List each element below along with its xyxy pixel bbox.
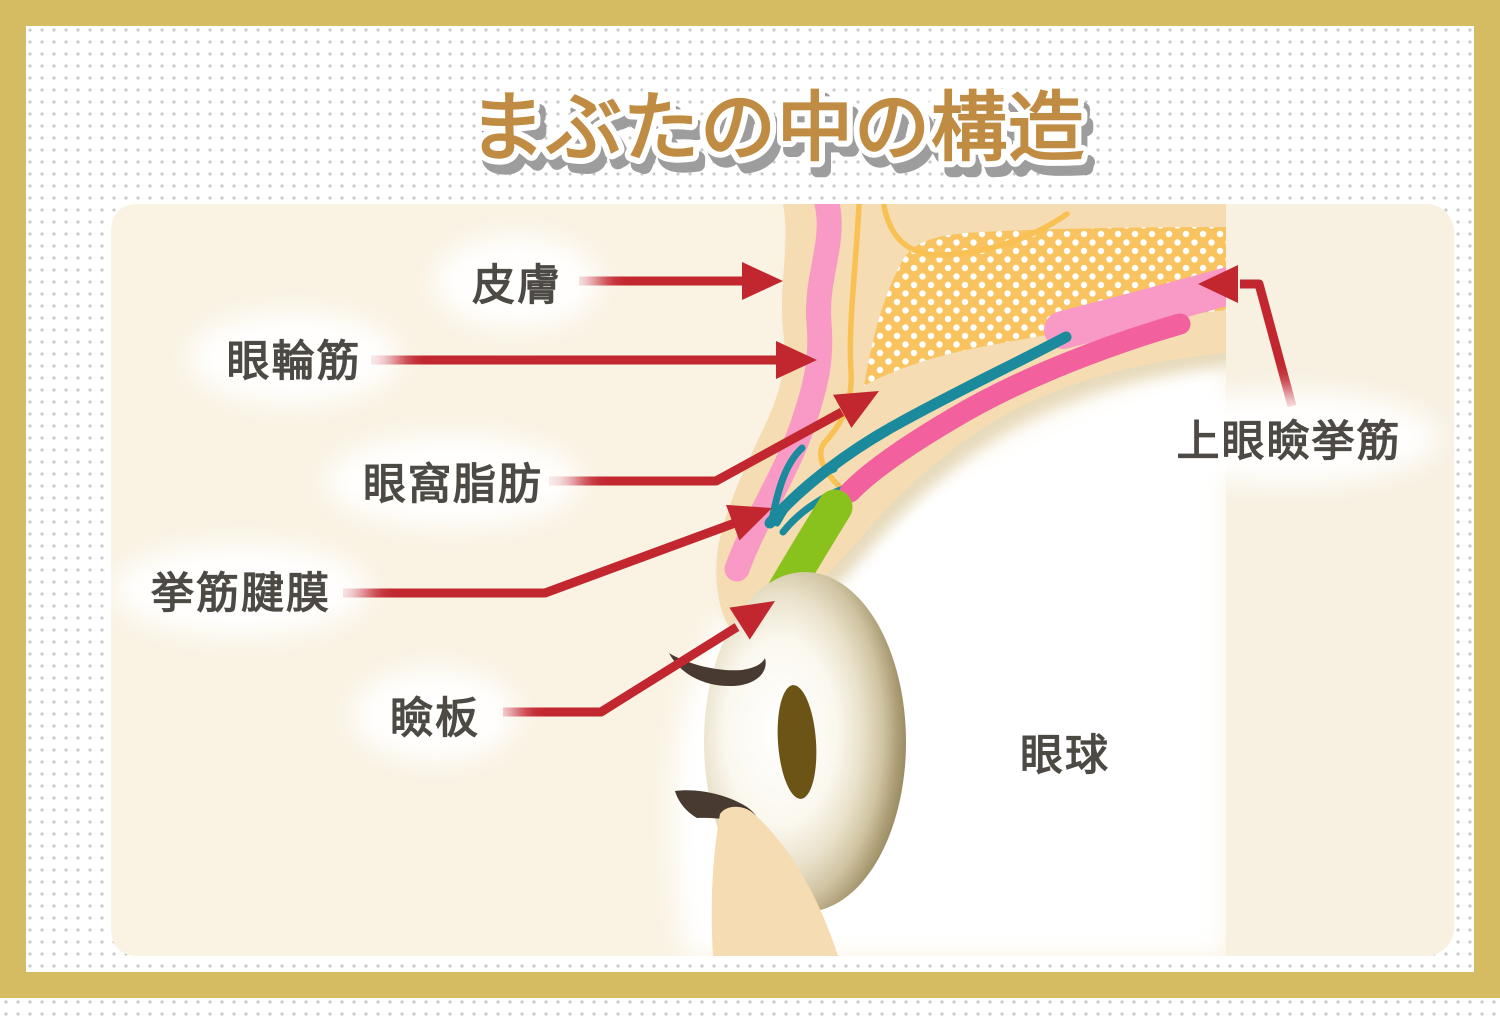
orbital-septum-arc — [881, 204, 1070, 258]
label-orbital-fat: 眼窩脂肪 — [363, 450, 543, 512]
aponeurosis-fiber-1 — [769, 444, 806, 519]
iris-shape — [777, 685, 817, 799]
skin-arrow-head — [742, 262, 783, 300]
diagram-canvas: まぶたの中の構造 まぶたの中の構造 — [111, 80, 1454, 956]
orbital-fat-arrow-head — [833, 391, 879, 428]
orbicularis-muscle-shape — [724, 204, 842, 582]
upper-eyelash — [669, 653, 766, 687]
aponeurosis-arrow-head — [726, 504, 772, 541]
levator-muscle-shape — [1044, 266, 1226, 349]
label-levator-aponeurosis: 挙筋腱膜 — [151, 559, 331, 621]
leader-arrows — [343, 276, 1297, 717]
orbital-fat-shape — [864, 227, 1226, 386]
muller-muscle-shape — [839, 313, 1191, 503]
page-title-shadow: まぶたの中の構造 — [475, 96, 1091, 181]
orbital-fat-arrow-line — [549, 408, 845, 486]
page: { "page": { "title": "まぶたの中の構造", "frame_… — [0, 0, 1500, 998]
tarsal-arrow-head — [729, 601, 775, 640]
page-title: まぶたの中の構造 — [469, 86, 1085, 171]
label-tarsal-plate: 瞼板 — [390, 684, 480, 746]
tarsal-arrow-line — [503, 623, 740, 717]
anatomy-illustration — [669, 204, 1226, 956]
lower-eyelid-flesh — [711, 806, 838, 956]
label-levator-palpebrae: 上眼瞼挙筋 — [1177, 407, 1402, 469]
levator-arrow-line — [1240, 279, 1297, 408]
label-orbicularis-oculi: 眼輪筋 — [227, 327, 362, 389]
arrow-heads — [726, 262, 1238, 640]
label-eyeball: 眼球 — [1020, 721, 1110, 783]
orbicularis-arrow-head — [776, 341, 817, 379]
label-skin: 皮膚 — [472, 251, 562, 313]
aponeurosis-arrow-line — [343, 518, 737, 598]
levator-arrow-head — [1198, 265, 1238, 303]
aponeurosis-shape — [764, 331, 1072, 529]
